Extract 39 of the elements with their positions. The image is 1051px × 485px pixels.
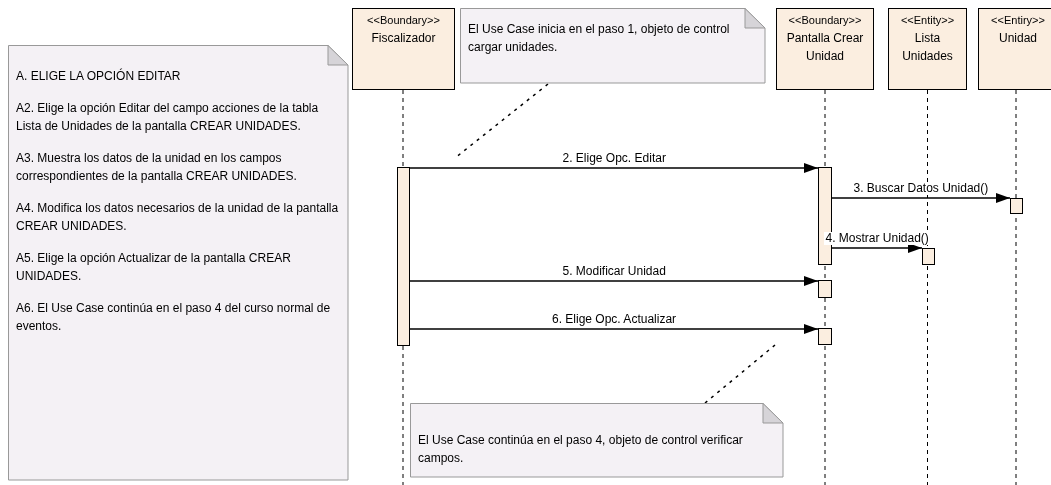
edge-label: 3. Buscar Datos Unidad()	[851, 182, 991, 195]
lifeline-head	[776, 8, 874, 90]
activation-bar	[397, 167, 410, 346]
note-text: A6. El Use Case continúa en el paso 4 del curso normal de eventos.	[16, 300, 332, 335]
stereotype-label: <<Boundary>>	[366, 13, 441, 28]
note	[8, 45, 349, 481]
lifeline-name: Fiscalizador	[370, 30, 437, 47]
edge-label: 2. Elige Opc. Editar	[560, 152, 668, 165]
note-text: El Use Case continúa en el paso 4, objeto de control verificar campos.	[418, 432, 744, 467]
stereotype-label: <<Entiry>>	[990, 13, 1046, 28]
note-text: A4. Modifica los datos necesarios de la unidad de la pantalla CREAR UNIDADES.	[16, 200, 340, 235]
note-text: A3. Muestra los datos de la unidad en los campos correspondientes de la pantalla CREAR UNIDADES.	[16, 150, 298, 185]
note-heading: A. ELIGE LA OPCIÓN EDITAR	[16, 67, 182, 85]
stereotype-label: <<Entity>>	[899, 13, 956, 28]
note	[460, 8, 766, 84]
message-arrow	[831, 243, 923, 253]
note-text: A5. Elige la opción Actualizar de la pantalla CREAR UNIDADES.	[16, 250, 292, 285]
note-text: El Use Case inicia en el paso 1, objeto de control cargar unidades.	[468, 21, 731, 56]
message-arrow	[831, 193, 1011, 203]
leader-line	[704, 344, 776, 404]
activation-bar	[818, 328, 832, 345]
lifeline-name: Pantalla Crear Unidad	[785, 30, 865, 65]
lifeline-head	[888, 8, 967, 90]
activation-bar	[1010, 198, 1023, 214]
activation-bar	[922, 248, 935, 265]
note-text: A2. Elige la opción Editar del campo acciones de la tabla Lista de Unidades de la pantalla CREAR UNIDADES.	[16, 100, 320, 135]
stereotype-label: <<Boundary>>	[787, 13, 863, 28]
message-arrow	[409, 163, 819, 173]
note	[410, 403, 784, 478]
lifeline-name: Lista Unidades	[901, 30, 954, 65]
edge-label: 6. Elige Opc. Actualizar	[550, 313, 679, 326]
lifeline-name: Unidad	[998, 30, 1038, 47]
edge-label: 4. Mostrar Unidad()	[823, 232, 931, 245]
message-arrow	[409, 324, 819, 334]
lifeline-head	[978, 8, 1051, 90]
edge-label: 5. Modificar Unidad	[560, 265, 668, 278]
activation-bar	[818, 280, 832, 298]
message-arrow	[409, 276, 819, 286]
lifeline-head	[352, 8, 455, 90]
